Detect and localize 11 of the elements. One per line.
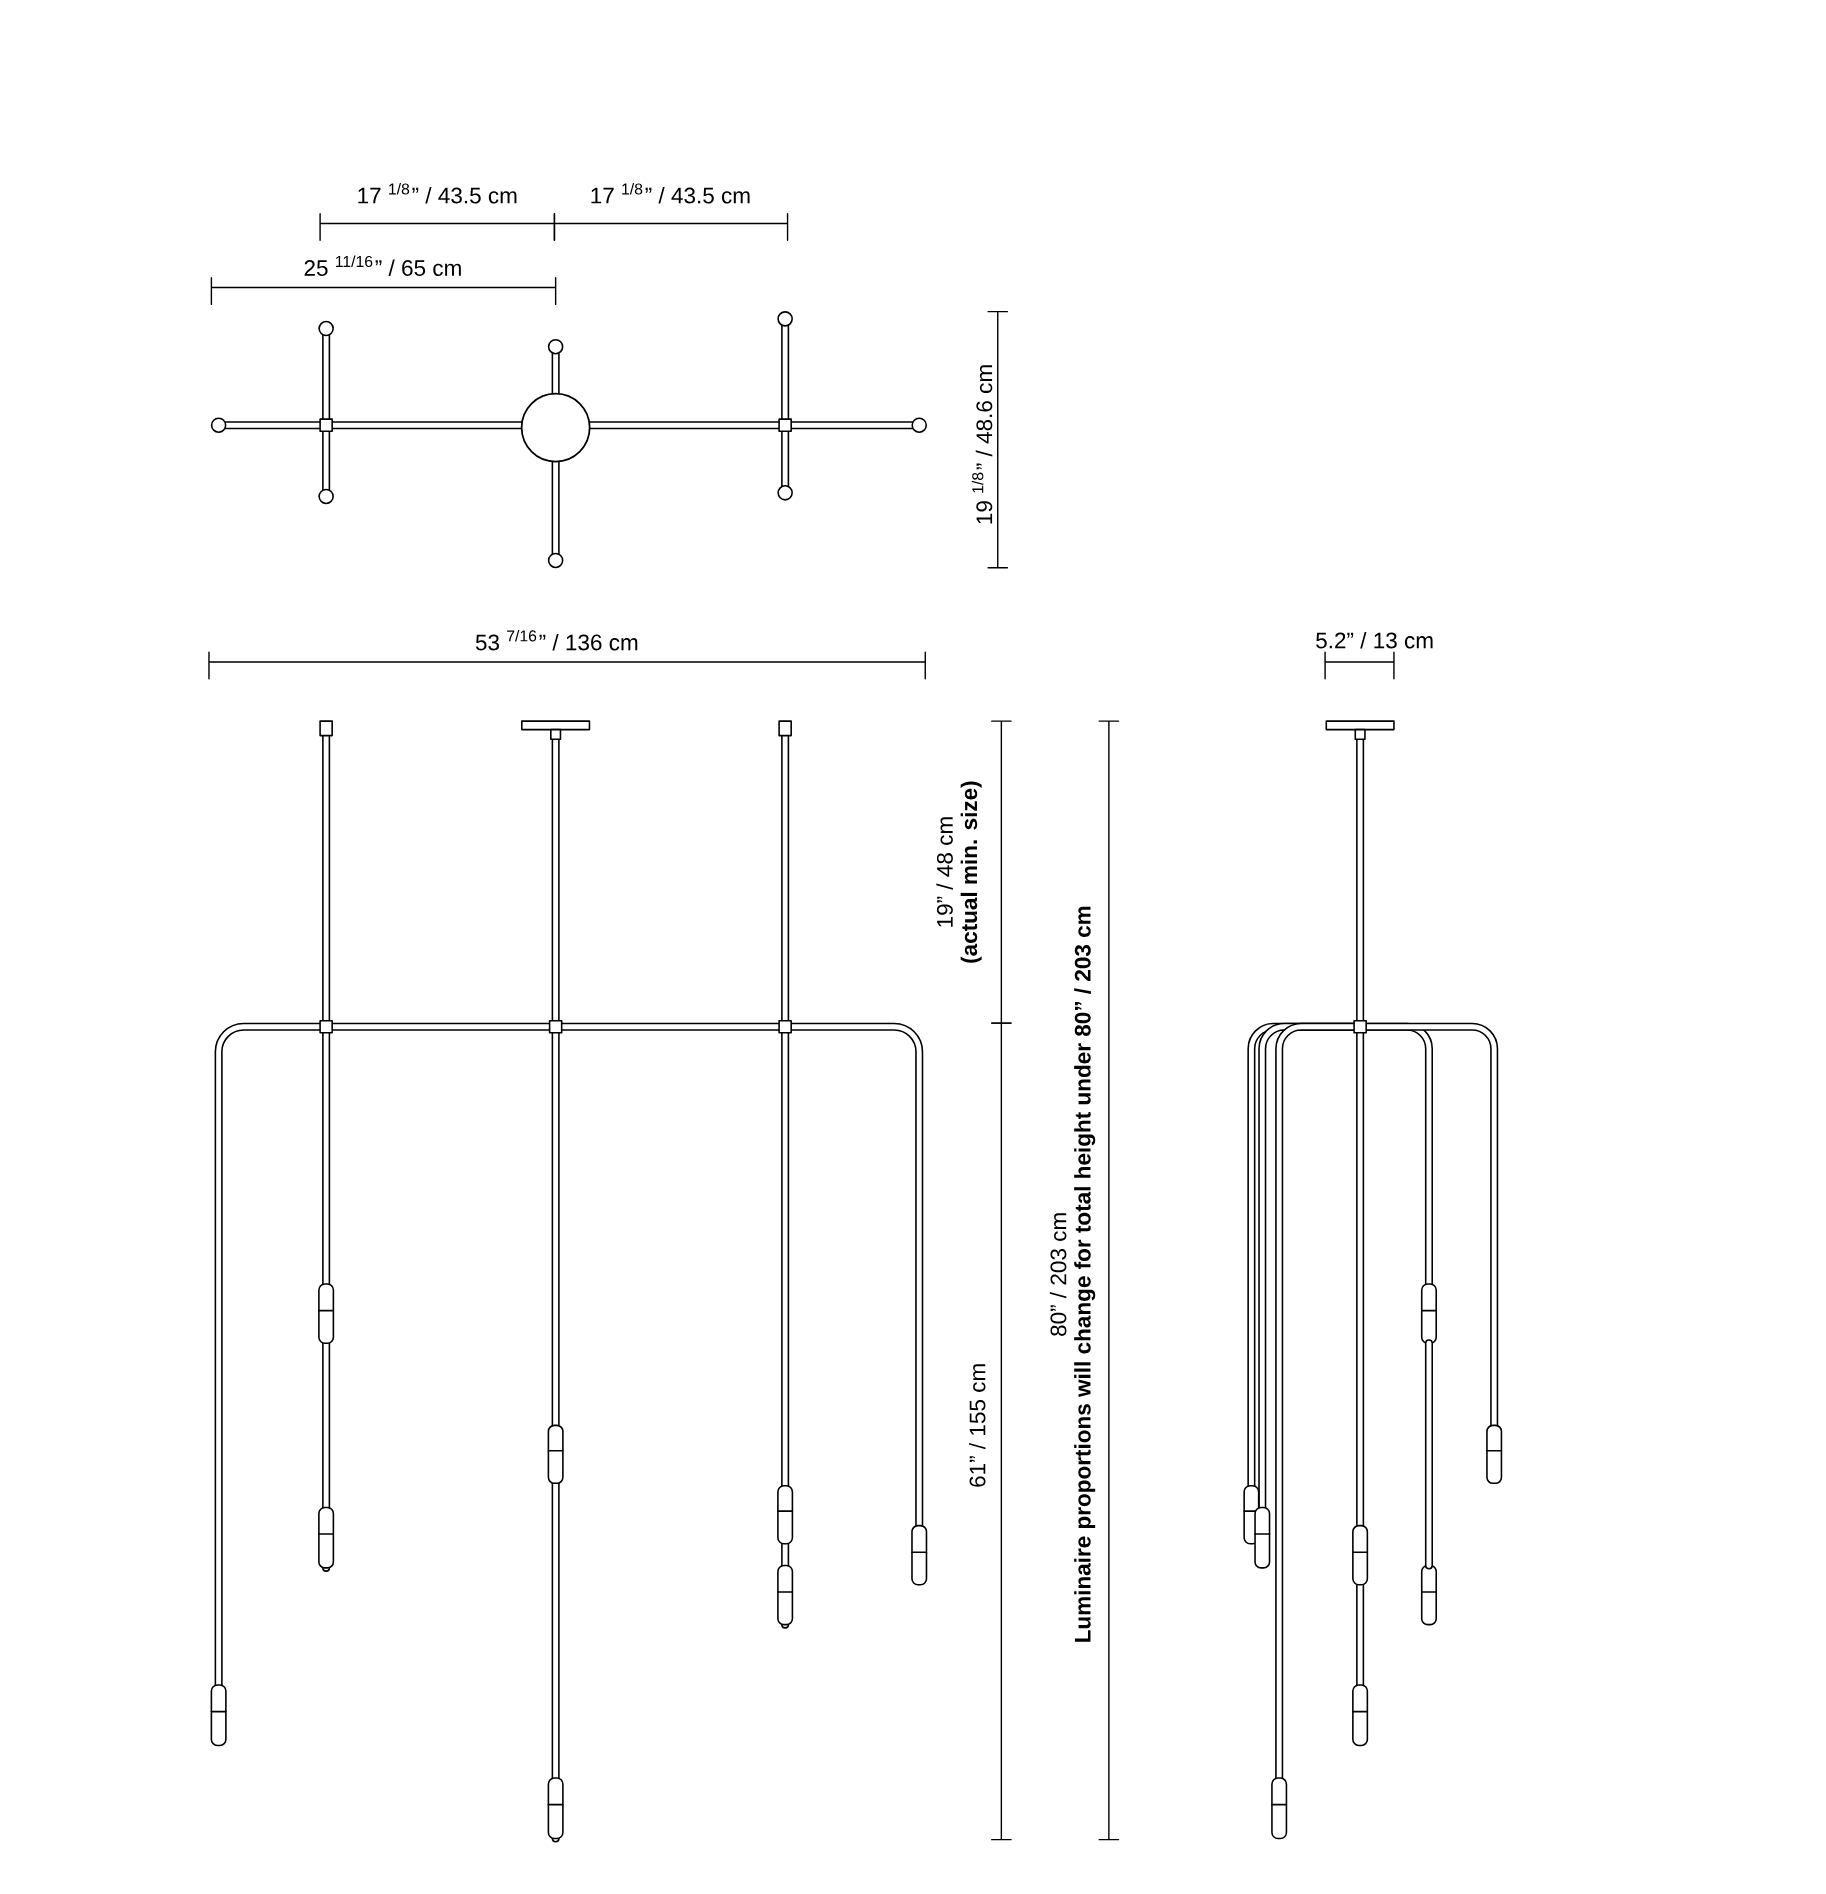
dimension-label: 61” / 155 cm [968, 1364, 986, 1487]
dimension-label: 17 $^{1/8}$” / 43.5 cm [358, 183, 517, 204]
dimension-label: 19 $^{1/8}$” / 48.6 cm [971, 365, 993, 524]
dimension-label: 25 $^{11/16}$” / 65 cm [304, 255, 461, 276]
dimension-label: 5.2” / 13 cm [1315, 631, 1433, 649]
dimension-label: (actual min. size) [960, 781, 982, 963]
dimension-label: Luminaire proportions will change for total height under 80” / 203 cm [1074, 906, 1096, 1642]
dimension-label: 80” / 203 cm [1049, 1213, 1067, 1336]
dimension-label: 17 $^{1/8}$” / 43.5 cm [591, 183, 750, 204]
dimension-label: 19” / 48 cm [936, 817, 953, 927]
dimension-label: 53 $^{7/16}$” / 136 cm [475, 629, 638, 651]
